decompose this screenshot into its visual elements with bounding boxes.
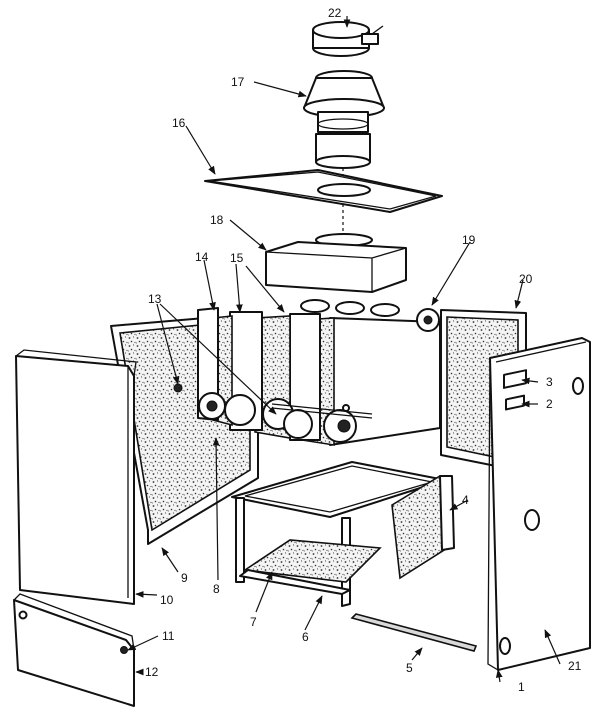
callout-22: 22: [328, 6, 342, 20]
callout-19: 19: [462, 233, 476, 247]
callout-4: 4: [462, 493, 469, 507]
callout-13: 13: [148, 292, 162, 306]
flue-collector-part: [265, 233, 407, 293]
callout-18: 18: [210, 213, 224, 227]
callout-15: 15: [230, 251, 244, 265]
callout-3: 3: [546, 375, 553, 389]
flue-gasket-plate-part: [204, 169, 443, 213]
callout-labels: 22 17 16 18 19 14 15 20 13 3 2 4 9 8 10 …: [145, 6, 582, 694]
callout-20: 20: [519, 272, 533, 286]
callout-11: 11: [162, 629, 175, 643]
left-side-panel-part: [15, 349, 137, 605]
draft-diverter-part: [303, 70, 385, 169]
callout-7: 7: [250, 615, 257, 629]
heat-exchanger-assembly: [173, 299, 441, 446]
draft-collar-part: [312, 21, 384, 57]
callout-10: 10: [160, 593, 174, 607]
front-lower-panel-part: [13, 593, 135, 707]
callout-17: 17: [231, 75, 245, 89]
callout-9: 9: [181, 571, 188, 585]
callout-5: 5: [406, 661, 413, 675]
base-rail-part: [350, 613, 478, 652]
callout-1: 1: [518, 680, 525, 694]
callout-2: 2: [546, 397, 553, 411]
callout-8: 8: [213, 582, 220, 596]
callout-21: 21: [568, 659, 582, 673]
callout-12: 12: [145, 665, 159, 679]
leader-lines: [127, 16, 561, 683]
callout-14: 14: [195, 250, 209, 264]
callout-6-tray: 6: [302, 630, 309, 644]
callout-16: 16: [172, 116, 186, 130]
right-door-panel-part: [487, 337, 591, 671]
burner-base-assembly: [231, 461, 455, 607]
